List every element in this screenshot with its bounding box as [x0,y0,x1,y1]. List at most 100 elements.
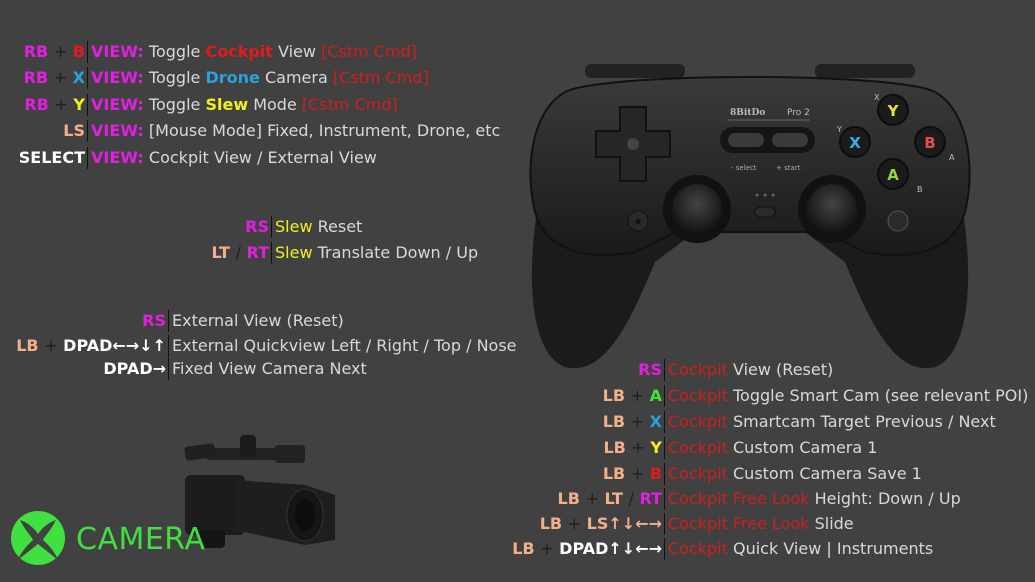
svg-text:★: ★ [633,215,643,228]
description: Cockpit Custom Camera 1 [665,437,877,459]
external-row-quickview: LB + DPAD←→↓↑ External Quickview Left / … [0,335,517,357]
star-button [627,210,649,232]
view-row-slew: RB + Y VIEW: Toggle Slew Mode [Cstm Cmd] [0,94,398,116]
key-combo: LB + X [500,411,665,433]
key-lb: LB [602,412,626,431]
view-row-drone: RB + X VIEW: Toggle Drone Camera [Cstm C… [0,67,429,89]
brand-label: 8BitDo [730,108,765,118]
cockpit-prefix: Cockpit [668,412,728,431]
desc-text: Reset [317,217,363,236]
key-combo: DPAD→ [0,358,169,380]
view-prefix: VIEW: [91,42,144,61]
desc-slew: Slew [205,95,249,114]
key-combo: RB + B [0,41,88,63]
description: Cockpit Custom Camera Save 1 [665,463,922,485]
key-rb: RB [23,68,49,87]
svg-text:A: A [887,166,899,184]
desc-text: Mode [253,95,297,114]
gamepad-image: 8BitDo Pro 2 - select + start Y X B A X … [529,64,971,369]
view-prefix: VIEW: [91,95,144,114]
key-combo: LB + LT / RT [500,488,665,510]
custom-command-tag: [Cstm Cmd] [332,68,429,87]
separator: / [235,243,241,262]
y-button [877,94,909,126]
key-b: B [72,42,85,61]
plus-sign: + [631,438,645,457]
view-prefix: VIEW: [91,68,144,87]
custom-command-tag: [Cstm Cmd] [321,42,417,61]
key-combo: RS [500,359,665,381]
slew-prefix: Slew [275,217,313,236]
slew-row-translate: LT / RT Slew Translate Down / Up [190,242,478,264]
key-lb: LB [602,464,626,483]
description: VIEW: Toggle Slew Mode [Cstm Cmd] [88,94,398,116]
cockpit-freelook-prefix: Cockpit Free Look [668,514,810,533]
plus-sign: + [53,68,68,87]
cockpit-freelook-prefix: Cockpit Free Look [668,489,810,508]
start-button [772,133,808,147]
desc-text: Quick View | Instruments [733,539,934,558]
description: Cockpit Toggle Smart Cam (see relevant P… [665,385,1028,407]
plus-sign: + [630,464,645,483]
plus-sign: + [585,489,599,508]
key-lt: LT [604,489,623,508]
cockpit-row-freelook-height: LB + LT / RT Cockpit Free Look Height: D… [500,488,961,510]
key-combo: LB + DPAD↑↓←→ [500,538,665,560]
description: Fixed View Camera Next [172,359,367,378]
plus-sign: + [44,336,58,355]
select-button [728,133,764,147]
plus-sign: + [540,539,554,558]
description: Cockpit Smartcam Target Previous / Next [665,411,996,433]
cockpit-prefix: Cockpit [668,438,728,457]
desc-text: Toggle [148,95,201,114]
key-x: X [72,68,85,87]
key-combo: SELECT [0,147,88,169]
key-a: A [649,386,662,405]
key-lb: LB [539,514,563,533]
key-combo: RB + Y [0,94,88,116]
dpad-arrows: ↑↓←→ [608,539,662,558]
cockpit-row-custom-cam: LB + Y Cockpit Custom Camera 1 [500,437,877,459]
view-row-select: SELECT VIEW: Cockpit View / External Vie… [0,147,377,169]
key-ls: LS [63,121,85,140]
svg-text:B: B [924,134,935,152]
desc-text: Camera [264,68,333,87]
description: Slew Translate Down / Up [272,242,478,264]
desc-text: Translate Down / Up [317,243,479,262]
key-select: SELECT [18,148,85,167]
key-rb: RB [23,42,49,61]
key-combo: LB + B [500,463,665,485]
desc-text: Toggle [148,42,201,61]
key-rb: RB [24,95,49,114]
plus-sign: + [630,386,645,405]
view-prefix: VIEW: [91,121,144,140]
description: Cockpit Free Look Slide [665,513,854,535]
desc-text: Height: Down / Up [814,489,961,508]
key-combo: LB + LS↑↓←→ [500,513,665,535]
desc-text: Custom Camera 1 [733,438,878,457]
model-label: Pro 2 [787,108,810,118]
desc-cockpit: Cockpit [205,42,273,61]
key-rt: RT [639,489,662,508]
key-combo: RS [0,310,169,332]
plus-sign: + [53,42,68,61]
desc-text: Toggle Smart Cam (see relevant POI) [733,386,1029,405]
key-dpad-arrows: DPAD←→↓↑ [63,336,166,355]
screenshot-button [887,210,909,232]
camcorder-image [184,435,335,548]
key-lb: LB [603,438,626,457]
slew-prefix: Slew [275,243,313,262]
view-row-mouse-mode: LS VIEW: [Mouse Mode] Fixed, Instrument,… [0,120,500,142]
separator: / [628,489,634,508]
key-rs: RS [142,311,166,330]
description: VIEW: [Mouse Mode] Fixed, Instrument, Dr… [88,120,500,142]
cockpit-row-quickview: LB + DPAD↑↓←→ Cockpit Quick View | Instr… [500,538,933,560]
key-y: Y [650,438,662,457]
plus-sign: + [630,412,645,431]
svg-text:A: A [949,153,955,162]
custom-command-tag: [Cstm Cmd] [301,95,398,114]
cockpit-prefix: Cockpit [668,360,728,379]
external-row-reset: RS External View (Reset) [0,310,344,332]
cockpit-prefix: Cockpit [668,386,728,405]
select-label: - select [731,164,757,172]
